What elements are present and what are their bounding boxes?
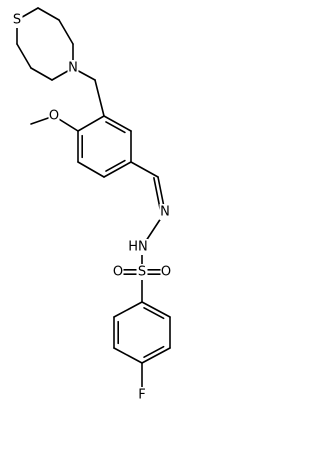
ring-b-double-bond: [143, 345, 165, 358]
ring-bond: [37, 7, 60, 21]
ring-bond: [58, 19, 74, 45]
atom-label-fluorine: F: [138, 388, 145, 403]
atom-label-background: [159, 204, 171, 220]
ring-a-bond: [103, 115, 132, 132]
atom-label-background: [11, 12, 23, 28]
atom-label-background: [67, 60, 79, 76]
atom-label-sulfonamide-nitrogen: HN: [128, 240, 148, 255]
atom-label-thiomorpholine-sulfur: S: [13, 13, 21, 28]
atom-label-hydrazone-nitrogen: N: [160, 205, 170, 220]
ring-bond: [30, 67, 53, 81]
atom-label-background: [128, 239, 148, 255]
atom-label-sulfonyl-oxygen-right: O: [161, 265, 171, 280]
ring-a-bond: [77, 161, 105, 178]
ring-bond: [16, 43, 32, 69]
ring-a-bond: [77, 115, 105, 132]
atom-label-background: [48, 108, 60, 124]
atom-label-background: [160, 264, 172, 280]
ring-b-bond: [141, 347, 171, 364]
atom-label-background: [136, 387, 148, 403]
ring-b-bond: [141, 301, 171, 318]
atom-label-background: [112, 264, 124, 280]
atom-label-sulfonyl-sulfur: S: [138, 265, 146, 280]
atom-label-methoxy-oxygen: O: [49, 109, 59, 124]
aryl-ch-bond: [130, 161, 159, 178]
atom-label-thiomorpholine-nitrogen: N: [68, 61, 78, 76]
atom-label-background: [136, 264, 148, 280]
ring-b-double-bond: [143, 307, 165, 320]
ring-b-bond: [113, 301, 143, 318]
bond-lines: [16, 7, 171, 396]
ring-a-double-bond: [105, 159, 126, 172]
ring-b-bond: [113, 347, 143, 364]
atom-label-sulfonyl-oxygen-left: O: [113, 265, 123, 280]
ch2-aryl-bond: [94, 79, 105, 117]
ring-a-bond: [103, 161, 132, 178]
ring-a-double-bond: [105, 121, 126, 134]
